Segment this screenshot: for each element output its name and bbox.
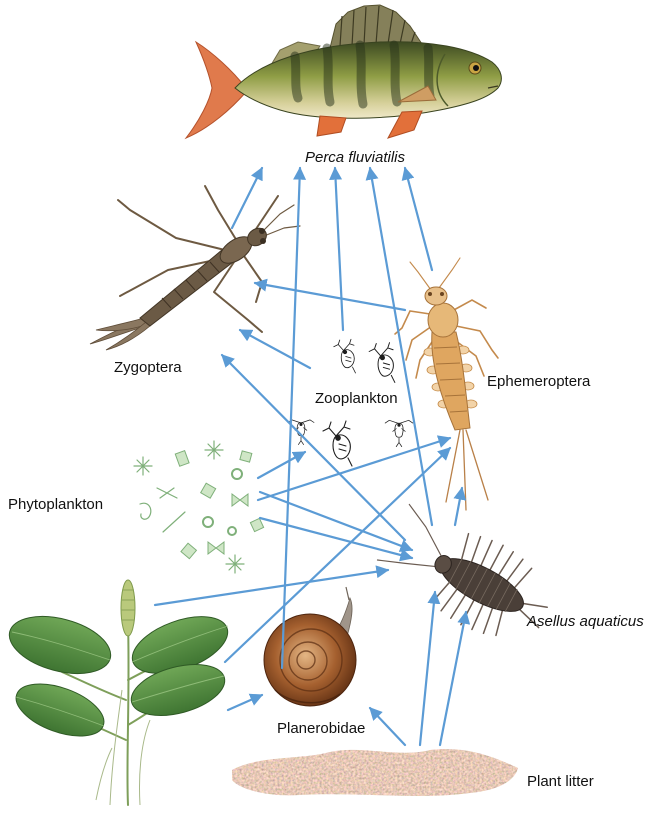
fish-body bbox=[235, 42, 501, 119]
ephemeroptera-antenna bbox=[410, 262, 431, 290]
ephemeroptera-head bbox=[425, 287, 447, 305]
ephemeroptera-cercus bbox=[463, 430, 466, 510]
phytoplankton-box-cell bbox=[250, 518, 263, 531]
snail-tentacle bbox=[346, 587, 349, 600]
zygoptera-antenna bbox=[264, 226, 300, 236]
arrow-plant-to-asellus bbox=[155, 570, 388, 605]
arrow-phytoplankton-to-zooplankton bbox=[258, 452, 305, 478]
arrow-asellus-to-ephemeroptera bbox=[455, 488, 462, 525]
fish-anal-fin bbox=[317, 116, 346, 136]
label-planorbidae: Planerobidae bbox=[277, 720, 365, 737]
perch-fish-illustration bbox=[186, 5, 501, 138]
phytoplankton-ring-cell bbox=[228, 527, 236, 535]
zooplankton-daphnia bbox=[323, 421, 352, 466]
arrow-asellus-to-perca bbox=[370, 168, 432, 525]
phytoplankton-box-cell bbox=[240, 451, 252, 462]
arrow-plant-litter-to-asellus bbox=[420, 592, 435, 745]
zygoptera-leg bbox=[244, 256, 262, 302]
phytoplankton-bowtie-cell bbox=[232, 494, 248, 506]
phytoplankton-ring-cell bbox=[232, 469, 242, 479]
arrow-zooplankton-to-perca bbox=[335, 168, 343, 330]
plant-stem bbox=[127, 620, 128, 805]
ephemeroptera-leg bbox=[452, 300, 486, 311]
arrow-zygoptera-to-perca bbox=[232, 168, 262, 228]
phytoplankton-box-cell bbox=[201, 483, 216, 498]
ephemeroptera-cercus bbox=[446, 430, 460, 502]
zooplankton-daphnia bbox=[369, 343, 395, 383]
zooplankton-copepod bbox=[288, 420, 314, 445]
arrow-plant-to-planorbidae bbox=[228, 695, 262, 710]
asellus-uropod bbox=[523, 596, 547, 614]
pondweed-illustration bbox=[3, 580, 235, 805]
phytoplankton-illustration bbox=[134, 441, 264, 573]
arrow-zooplankton-to-zygoptera bbox=[240, 330, 310, 368]
ephemeroptera-cercus bbox=[466, 430, 488, 500]
label-phytoplankton: Phytoplankton bbox=[8, 496, 103, 513]
label-perca-fluviatilis: Perca fluviatilis bbox=[305, 149, 406, 166]
phytoplankton-box-cell bbox=[175, 451, 189, 467]
phytoplankton-needle-cell bbox=[163, 512, 185, 532]
phytoplankton-star-cell bbox=[205, 441, 223, 459]
phytoplankton-star-cell bbox=[226, 555, 244, 573]
zooplankton-copepod bbox=[385, 420, 413, 446]
phytoplankton-bowtie-cell bbox=[208, 542, 224, 554]
zygoptera-abdomen bbox=[140, 250, 233, 326]
snail-illustration bbox=[264, 587, 356, 706]
phytoplankton-spindle-cell bbox=[157, 488, 177, 498]
label-zooplankton: Zooplankton bbox=[315, 390, 398, 407]
asellus-antenna bbox=[377, 540, 439, 588]
phytoplankton-hook-cell bbox=[140, 503, 151, 519]
arrow-ephemeroptera-to-zygoptera bbox=[255, 283, 405, 310]
phytoplankton-star-cell bbox=[134, 457, 152, 475]
label-ephemeroptera: Ephemeroptera bbox=[487, 373, 591, 390]
zygoptera-leg bbox=[205, 186, 240, 246]
arrow-plant-litter-to-planorbidae bbox=[370, 708, 405, 745]
ephemeroptera-antenna bbox=[439, 258, 460, 288]
damselfly-nymph-illustration bbox=[90, 186, 300, 350]
mayfly-nymph-illustration bbox=[395, 258, 498, 510]
arrow-plant-litter-to-asellus bbox=[440, 612, 466, 745]
asellus-antenna bbox=[394, 504, 459, 559]
label-plant-litter: Plant litter bbox=[527, 773, 594, 790]
arrow-ephemeroptera-to-perca bbox=[405, 168, 432, 270]
phytoplankton-box-cell bbox=[181, 543, 196, 558]
plant-flower-spike bbox=[121, 580, 135, 636]
plant-leaf bbox=[3, 606, 117, 683]
plant-litter-pile bbox=[232, 749, 518, 796]
plant-litter-illustration bbox=[232, 749, 518, 796]
arrow-phytoplankton-to-asellus bbox=[260, 492, 412, 550]
zooplankton-daphnia bbox=[334, 339, 356, 373]
label-asellus-aquaticus: Asellus aquaticus bbox=[526, 613, 644, 630]
ephemeroptera-thorax bbox=[428, 303, 458, 337]
phytoplankton-ring-cell bbox=[203, 517, 213, 527]
label-zygoptera: Zygoptera bbox=[114, 359, 182, 376]
water-louse-illustration bbox=[369, 496, 565, 657]
